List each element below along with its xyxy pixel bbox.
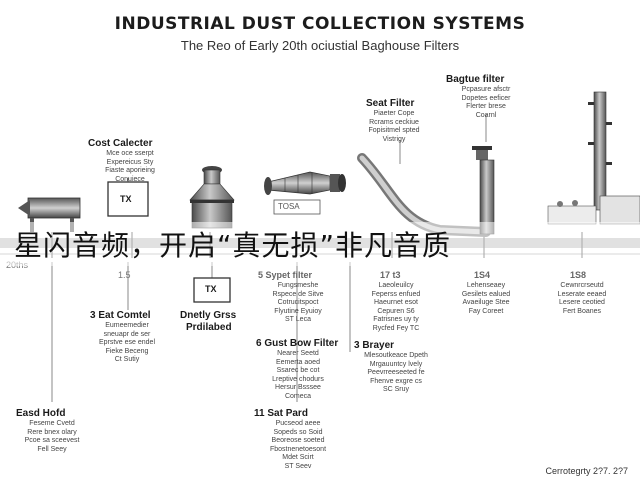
horn-collector-illustration (264, 171, 346, 215)
bagtube-tower-illustration (472, 146, 495, 235)
seat-filter-label: Seat Filter (366, 98, 415, 109)
connector-lines (51, 114, 487, 402)
east-control-label: 3 Eat Comtel (90, 310, 151, 321)
overlay-banner: 星闪音频，开启“真无损”非凡音质 (0, 222, 640, 266)
curved-duct (357, 153, 491, 237)
timeline-tick-1: 1.5 (118, 270, 131, 280)
dusty-gas-label: Dnetly Grss (180, 310, 237, 321)
timeline-tick-2: 5 Sypet filter (258, 270, 313, 280)
east-hold-label: Easd Hofd (16, 408, 66, 419)
timeline-tick-5: 1S8 (570, 270, 587, 280)
dusty-gas-label-2: Prdilabed (186, 322, 232, 333)
dusty-gas-box-label: TX (205, 284, 217, 294)
timeline-tick-4: 1S4 (474, 270, 491, 280)
cyclone-tank-illustration (189, 166, 235, 229)
sat-pard-label: 11 Sat Pard (254, 408, 308, 419)
industrial-plant-illustration (547, 91, 640, 225)
cost-collector-box-label: TX (120, 194, 132, 204)
bagtube-filter-label: Bagtue filter (446, 74, 505, 85)
sprayer-label: 3 Brayer (354, 340, 395, 351)
cost-collector-label: Cost Calecter (88, 138, 153, 149)
overlay-banner-text: 星闪音频，开启“真无损”非凡音质 (14, 229, 452, 262)
page-subtitle: The Reo of Early 20th ociustial Baghouse… (180, 38, 460, 53)
timeline-tick-3: 17 t3 (380, 270, 401, 280)
footer-credit: Cerrotegrty 2?7. 2?7 (545, 466, 628, 476)
page-title: INDUSTRIAL DUST COLLECTION SYSTEMS (114, 14, 526, 34)
gust-bow-filter-label: 6 Gust Bow Filter (256, 338, 339, 349)
horn-collector-box-label: TOSA (278, 202, 300, 211)
